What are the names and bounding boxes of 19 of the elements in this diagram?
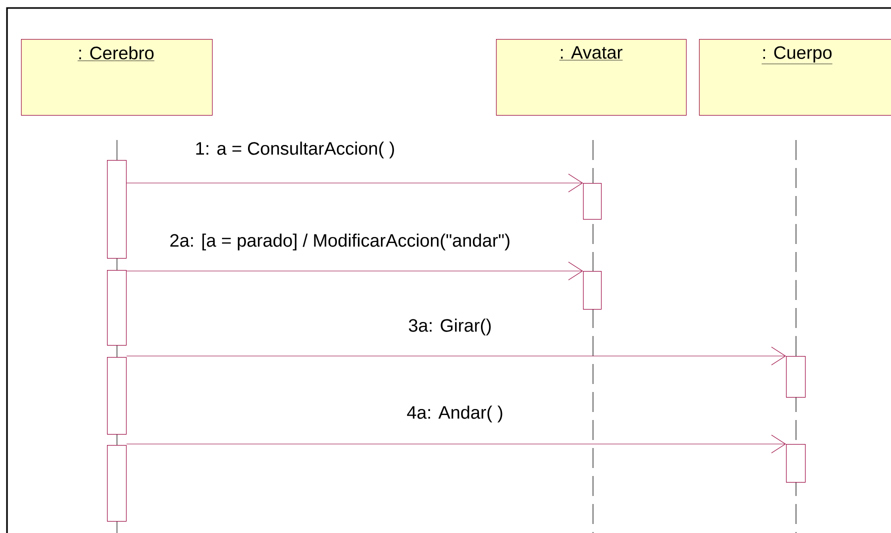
message-arrow (126, 346, 786, 366)
message-label: 1: a = ConsultarAccion( ) (196, 142, 394, 158)
activation-bar (583, 271, 602, 310)
message-label: 3a: Girar() (408, 318, 491, 336)
activation-bar (107, 445, 127, 522)
activation-bar (107, 357, 127, 435)
object-box: : Cerebro (21, 39, 213, 116)
activation-bar (786, 444, 806, 483)
message-arrow (126, 434, 786, 454)
activation-bar (786, 356, 806, 398)
message-label: 2a: [a = parado] / ModificarAccion("andar") (170, 234, 510, 250)
activation-bar (107, 270, 127, 346)
activation-bar (583, 183, 602, 220)
object-box: : Avatar (496, 39, 687, 116)
activation-bar (107, 160, 127, 259)
message-label: 4a: Andar( ) (407, 406, 502, 422)
object-box: : Cuerpo (699, 39, 891, 116)
message-arrow (126, 174, 583, 192)
message-arrow (126, 262, 584, 280)
